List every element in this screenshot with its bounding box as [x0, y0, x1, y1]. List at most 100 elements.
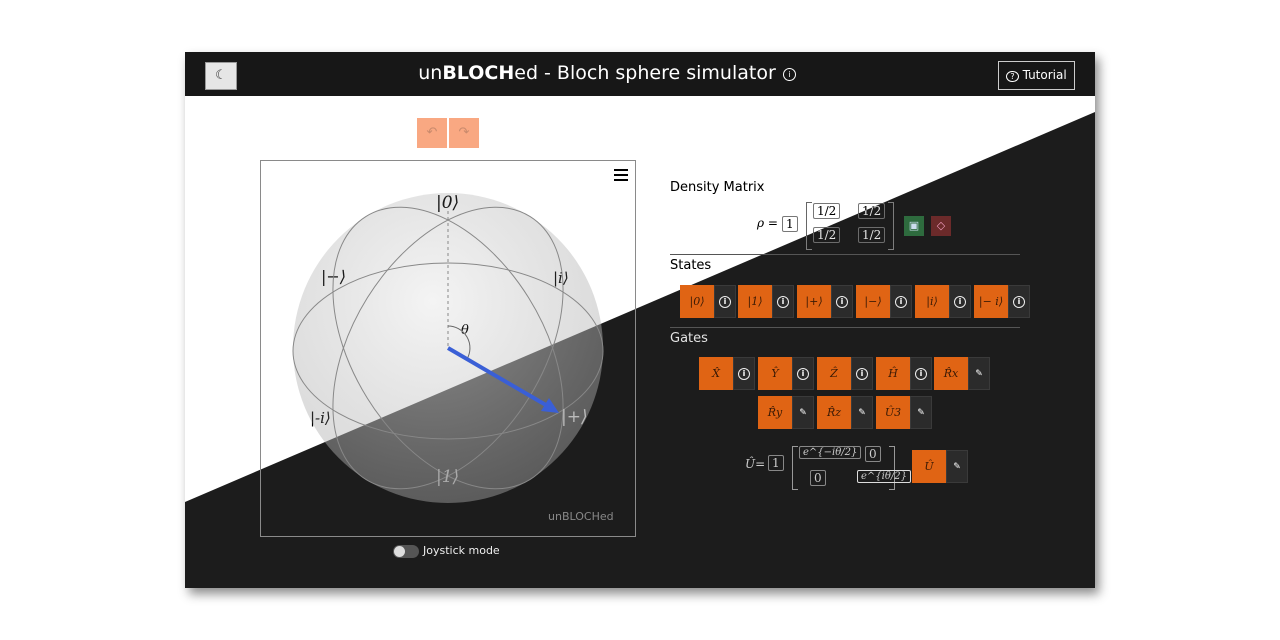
bloch-sphere[interactable]: [261, 161, 635, 536]
edit-icon: ✎: [799, 407, 807, 418]
state-label[interactable]: |i⟩: [915, 285, 949, 318]
gate-label[interactable]: Û3: [876, 396, 910, 429]
theme-toggle-button[interactable]: ☾: [205, 62, 237, 90]
density-cell[interactable]: 1/2: [858, 227, 886, 243]
state-button-plus[interactable]: |+⟩i: [797, 285, 853, 318]
info-button[interactable]: i: [831, 285, 853, 318]
save-button[interactable]: ▣: [904, 216, 924, 236]
info-icon: i: [719, 295, 731, 308]
gate-label[interactable]: Ŷ: [758, 357, 792, 390]
title-part: ed - Bloch sphere simulator: [514, 62, 776, 84]
states-title: States: [670, 258, 712, 273]
info-button[interactable]: i: [733, 357, 755, 390]
info-icon: i: [954, 295, 966, 308]
apply-unitary-button[interactable]: Û✎: [912, 450, 968, 483]
edit-button[interactable]: ✎: [968, 357, 990, 390]
info-icon: i: [915, 367, 927, 380]
unitary-cell[interactable]: e^{iθ/2}: [857, 470, 911, 483]
gate-label[interactable]: R̂x: [934, 357, 968, 390]
state-label[interactable]: |− i⟩: [974, 285, 1008, 318]
gate-label[interactable]: Û: [912, 450, 946, 483]
unitary-cell[interactable]: 0: [810, 470, 826, 486]
density-cell[interactable]: 1/2: [813, 203, 841, 219]
edit-button[interactable]: ✎: [851, 396, 873, 429]
edit-button[interactable]: ✎: [910, 396, 932, 429]
info-icon: i: [738, 367, 750, 380]
erase-button[interactable]: ◇: [931, 216, 951, 236]
info-button[interactable]: i: [949, 285, 971, 318]
undo-button[interactable]: ↶: [417, 118, 447, 148]
meridian: [332, 206, 564, 490]
state-label[interactable]: |+⟩: [797, 285, 831, 318]
info-icon: i: [797, 367, 809, 380]
gate-label[interactable]: Ĥ: [876, 357, 910, 390]
gate-label[interactable]: Ẑ: [817, 357, 851, 390]
unitary-cell[interactable]: e^{−iθ/2}: [799, 446, 862, 459]
state-button-0[interactable]: |0⟩ i: [680, 285, 736, 318]
gate-label[interactable]: R̂y: [758, 396, 792, 429]
page-title: unBLOCHed - Bloch sphere simulator: [185, 62, 1009, 84]
label-theta: θ: [461, 323, 469, 338]
redo-button[interactable]: ↷: [449, 118, 479, 148]
density-cell[interactable]: 1/2: [813, 227, 841, 243]
info-icon: i: [895, 295, 907, 308]
state-vector-head: [541, 398, 559, 413]
density-cell[interactable]: 1/2: [858, 203, 886, 219]
state-button-minus[interactable]: |−⟩ i: [856, 285, 912, 318]
state-label[interactable]: |−⟩: [856, 285, 890, 318]
gate-x[interactable]: X̂ i: [699, 357, 755, 390]
gates-title: Gates: [670, 331, 708, 346]
divider: [670, 254, 1020, 255]
gate-ry[interactable]: R̂y ✎: [758, 396, 814, 429]
moon-icon: ☾: [215, 68, 227, 83]
label-minus-i: |-i⟩: [310, 409, 331, 427]
label-zero: |0⟩: [436, 193, 460, 213]
state-label[interactable]: |1⟩: [738, 285, 772, 318]
bracket-left: [806, 202, 812, 250]
label-i: |i⟩: [553, 269, 569, 287]
info-button[interactable]: i: [1008, 285, 1030, 318]
gate-label[interactable]: X̂: [699, 357, 733, 390]
bloch-sphere-canvas[interactable]: |0⟩ |−⟩ |i⟩ θ |-i⟩ |+⟩ |1⟩ unBLOCHed: [260, 160, 636, 537]
gate-u3[interactable]: Û3 ✎: [876, 396, 932, 429]
state-button-i[interactable]: |i⟩ i: [915, 285, 971, 318]
menu-icon[interactable]: [614, 169, 628, 184]
state-button-minus-i[interactable]: |− i⟩i: [974, 285, 1030, 318]
edit-icon: ✎: [953, 461, 961, 472]
gate-label[interactable]: R̂z: [817, 396, 851, 429]
info-button[interactable]: i: [851, 357, 873, 390]
gate-rz[interactable]: R̂z✎: [817, 396, 873, 429]
save-icon: ▣: [908, 219, 920, 232]
state-button-1[interactable]: |1⟩i: [738, 285, 794, 318]
unitary-cell[interactable]: 0: [865, 446, 881, 462]
edit-icon: ✎: [917, 407, 925, 418]
density-scalar-input[interactable]: 1: [782, 216, 798, 232]
tutorial-label: Tutorial: [1022, 68, 1067, 82]
edit-icon: ✎: [975, 368, 983, 379]
info-button[interactable]: i: [890, 285, 912, 318]
edit-button[interactable]: ✎: [792, 396, 814, 429]
joystick-label: Joystick mode: [423, 544, 500, 557]
density-title: Density Matrix: [670, 180, 765, 195]
bracket-right: [889, 446, 895, 490]
eraser-icon: ◇: [936, 219, 946, 232]
info-icon: i: [856, 367, 868, 380]
app-window: ☾ unBLOCHed - Bloch sphere simulator i ?…: [185, 52, 1095, 588]
state-label[interactable]: |0⟩: [680, 285, 714, 318]
gate-rx[interactable]: R̂x ✎: [934, 357, 990, 390]
info-button[interactable]: i: [772, 285, 794, 318]
joystick-toggle[interactable]: [393, 545, 419, 558]
bracket-left: [792, 446, 798, 490]
info-button[interactable]: i: [910, 357, 932, 390]
bracket-right: [888, 202, 894, 250]
title-part: BLOCH: [442, 62, 515, 84]
info-button[interactable]: i: [714, 285, 736, 318]
info-icon[interactable]: i: [783, 68, 796, 81]
info-button[interactable]: i: [792, 357, 814, 390]
unitary-scalar-input[interactable]: 1: [768, 455, 784, 471]
edit-button[interactable]: ✎: [946, 450, 968, 483]
tutorial-button[interactable]: ?Tutorial: [998, 61, 1075, 90]
